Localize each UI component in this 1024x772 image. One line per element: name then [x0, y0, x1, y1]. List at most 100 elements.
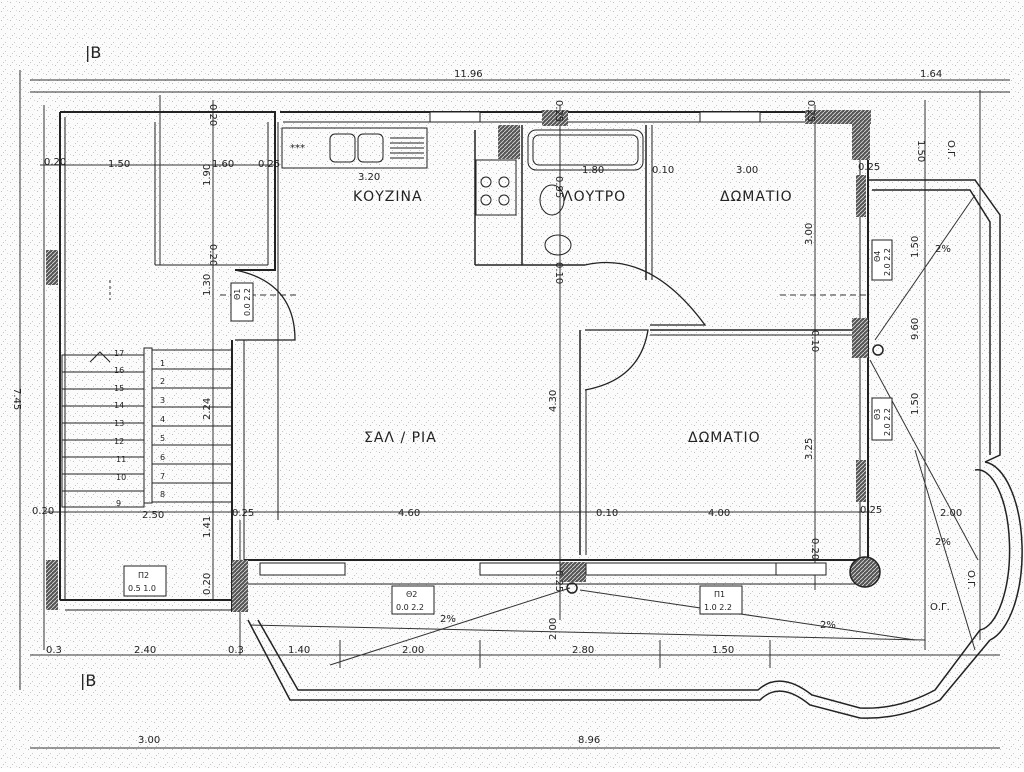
- stair-number: 11: [116, 455, 126, 464]
- dim-0-10-a: 0.10: [652, 165, 674, 176]
- dim-4-30: 4.30: [548, 390, 559, 412]
- dim-3-20: 3.20: [358, 172, 380, 183]
- windows: [259, 111, 827, 576]
- dim-0-3: 0.3: [46, 645, 62, 656]
- dim-2-80: 2.80: [572, 645, 594, 656]
- dim-1-41: 1.41: [202, 516, 213, 538]
- dim-1-40: 1.40: [288, 645, 310, 656]
- dim-top-total: 11.96: [454, 69, 483, 80]
- room-label-living-room: ΣΑΛ / ΡΙΑ: [364, 430, 437, 446]
- og-mark-2: Ο.Γ.: [965, 570, 976, 590]
- og-mark-3: Ο.Γ.: [930, 602, 950, 613]
- dim-bottom-left: 3.00: [138, 735, 160, 746]
- door-tag-p2-size: 0.5 1.0: [128, 584, 156, 593]
- window-tag-w4-size: 2.0 2.2: [883, 248, 892, 276]
- door-tag-d1-size: 0.0 2.2: [243, 288, 252, 316]
- stair-up-numbers: 17 16 15 14 13 12 11 10 9: [114, 349, 126, 508]
- stair-down-numbers: 1 2 3 4 5 6 7 8: [160, 359, 165, 499]
- stair-number: 8: [160, 490, 165, 499]
- slope-label-3: 2%: [935, 244, 951, 255]
- dim-9-60: 9.60: [910, 318, 921, 340]
- stair-number: 7: [160, 472, 165, 481]
- room-label-bedroom-1: ΔΩΜΑΤΙΟ: [720, 189, 793, 205]
- dim-1-90: 1.90: [202, 164, 213, 186]
- door-tag-p2-code: Π2: [138, 571, 149, 580]
- stair-number: 12: [114, 437, 124, 446]
- dim-0-25-d: 0.25: [232, 508, 254, 519]
- dim-1-50-b: 1.50: [915, 140, 926, 162]
- stair-number: 17: [114, 349, 124, 358]
- stair-number: 1: [160, 359, 165, 368]
- kitchen-counter: [281, 127, 517, 216]
- dim-top-right: 1.64: [920, 69, 942, 80]
- dim-3-00-b: 3.00: [804, 223, 815, 245]
- dim-0-20-c: 0.20: [207, 244, 218, 266]
- staircase: [61, 347, 233, 508]
- window-tag-w3-size: 2.0 2.2: [883, 408, 892, 436]
- kitchen-drainer: [390, 137, 424, 159]
- dim-0-25-a: 0.25: [258, 159, 280, 170]
- dim-2-00-c: 2.00: [940, 508, 962, 519]
- dim-2-24: 2.24: [202, 398, 213, 420]
- section-mark-top: |B: [85, 43, 101, 62]
- dim-3-25: 3.25: [804, 438, 815, 460]
- door-tag-p1-size: 1.0 2.2: [704, 603, 732, 612]
- window-tag-w3-code: Θ3: [873, 409, 882, 420]
- dim-0-20-d: 0.20: [32, 506, 54, 517]
- stair-number: 16: [114, 366, 124, 375]
- og-mark-1: Ο.Γ.: [945, 140, 956, 160]
- dimension-lines: [19, 70, 1010, 749]
- slope-label-4: 2%: [935, 537, 951, 548]
- dim-0-25-e: 0.25: [860, 505, 882, 516]
- dim-1-60: 1.60: [212, 159, 234, 170]
- dim-0-95: 0.95: [553, 176, 564, 198]
- stair-number: 14: [114, 401, 124, 410]
- dim-0-20-e: 0.20: [202, 573, 213, 595]
- stair-number: 10: [116, 473, 126, 482]
- door-swings: [234, 261, 707, 391]
- dim-2-50: 2.50: [142, 510, 164, 521]
- door-tag-d1-code: Θ1: [233, 289, 242, 300]
- stair-number: 3: [160, 396, 165, 405]
- dim-0-25-f: 0.25: [553, 570, 564, 592]
- interior-walls: [474, 125, 860, 555]
- dim-0-3b: 0.3: [228, 645, 244, 656]
- dim-0-10-b: 0.10: [553, 262, 564, 284]
- stair-number: 4: [160, 415, 165, 424]
- stair-number: 15: [114, 384, 124, 393]
- dim-1-50-d: 1.50: [910, 393, 921, 415]
- dim-4-00: 4.00: [708, 508, 730, 519]
- room-label-bedroom-2: ΔΩΜΑΤΙΟ: [688, 430, 761, 446]
- stair-number: 2: [160, 377, 165, 386]
- structural-columns: [46, 110, 871, 612]
- stair-number: 9: [116, 499, 121, 508]
- dim-1-80: 1.80: [582, 165, 604, 176]
- slope-lines: [329, 194, 979, 666]
- dim-1-50-a: 1.50: [108, 159, 130, 170]
- room-label-kitchen: ΚΟΥΖΙΝΑ: [353, 189, 423, 205]
- dim-left-total: 7.45: [11, 388, 22, 410]
- dim-0-25-b: 0.25: [553, 100, 564, 122]
- dim-bottom-total: 8.96: [578, 735, 600, 746]
- window-tag-w2-size: 0.0 2.2: [396, 603, 424, 612]
- kitchen-hob-mark: ***: [290, 143, 305, 154]
- dim-0-10-d: 0.10: [596, 508, 618, 519]
- window-tag-w4-code: Θ4: [873, 251, 882, 262]
- bay-terrace-outline: [247, 179, 1023, 719]
- dim-0-20-b: 0.20: [207, 104, 218, 126]
- door-tag-p1-code: Π1: [714, 590, 725, 599]
- dim-0-25-c: 0.25: [858, 162, 880, 173]
- section-mark-bottom: |B: [80, 671, 96, 690]
- dim-0-25-g: 0.25: [805, 100, 816, 122]
- bathroom-fixtures: [527, 129, 644, 256]
- dim-2-40: 2.40: [134, 645, 156, 656]
- dim-3-00-a: 3.00: [736, 165, 758, 176]
- stair-number: 13: [114, 419, 124, 428]
- dim-4-60: 4.60: [398, 508, 420, 519]
- slope-label-2: 2%: [820, 620, 836, 631]
- dim-1-50-e: 1.50: [712, 645, 734, 656]
- room-label-bath: ΛΟΥΤΡΟ: [563, 189, 626, 205]
- window-tag-w2-code: Θ2: [406, 590, 417, 599]
- dim-0-20-a: 0.20: [44, 157, 66, 168]
